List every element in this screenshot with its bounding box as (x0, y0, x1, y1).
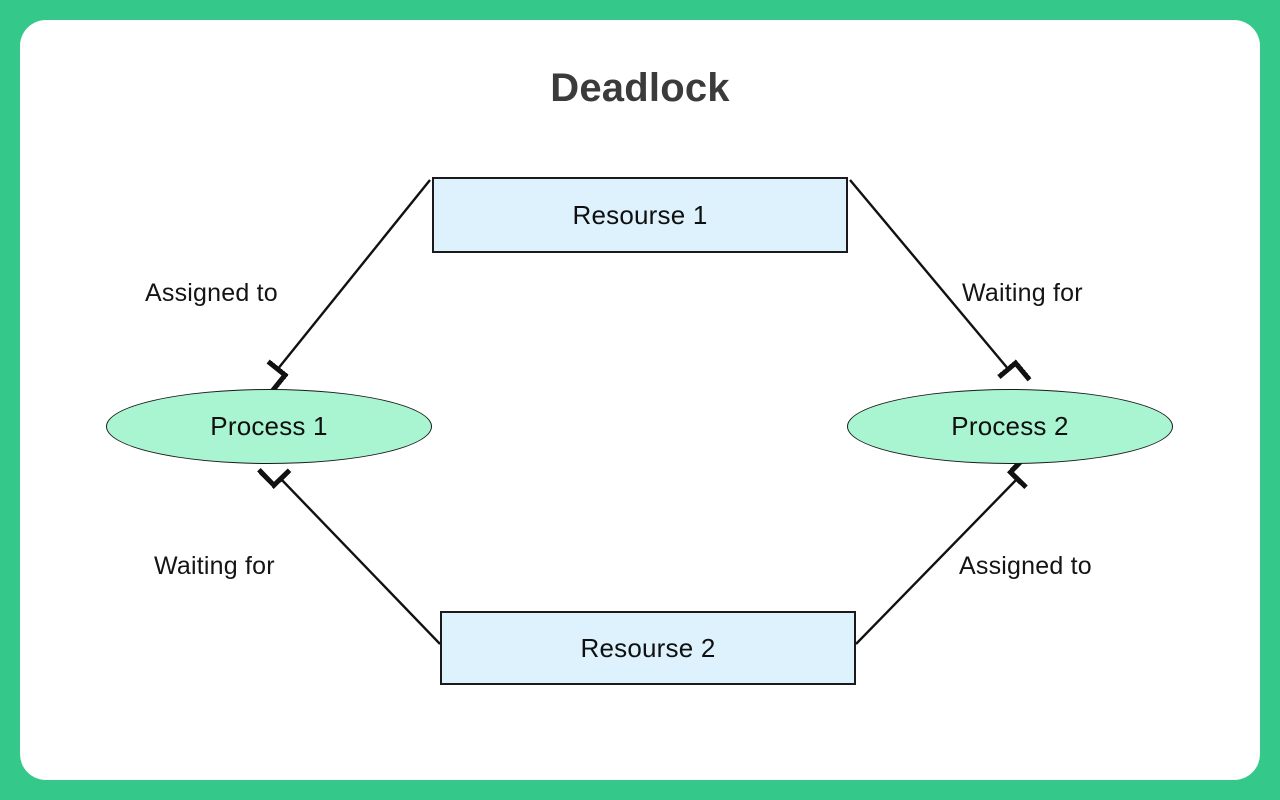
diagram-card: Deadlock Resourse 1 Resourse 2 (20, 20, 1260, 780)
node-label: Resourse 2 (580, 632, 716, 663)
edge-label-r2-p2: Assigned to (959, 552, 1092, 580)
node-process-2[interactable]: Process 2 (847, 389, 1173, 464)
edge-r2-p1 (280, 478, 441, 645)
page-title: Deadlock (550, 66, 730, 110)
node-label: Resourse 1 (572, 199, 708, 230)
edge-r1-p1 (277, 179, 431, 370)
node-label: Process 2 (951, 411, 1069, 441)
edge-label-r1-p1: Assigned to (145, 279, 278, 307)
edge-label-r1-p2: Waiting for (962, 279, 1083, 307)
node-resource-1[interactable]: Resourse 1 (432, 177, 848, 253)
node-process-1[interactable]: Process 1 (106, 389, 432, 464)
node-resource-2[interactable]: Resourse 2 (440, 611, 856, 685)
node-label: Process 1 (210, 411, 328, 441)
edge-label-r2-p1: Waiting for (154, 552, 275, 580)
edge-r1-p2 (849, 179, 1009, 370)
